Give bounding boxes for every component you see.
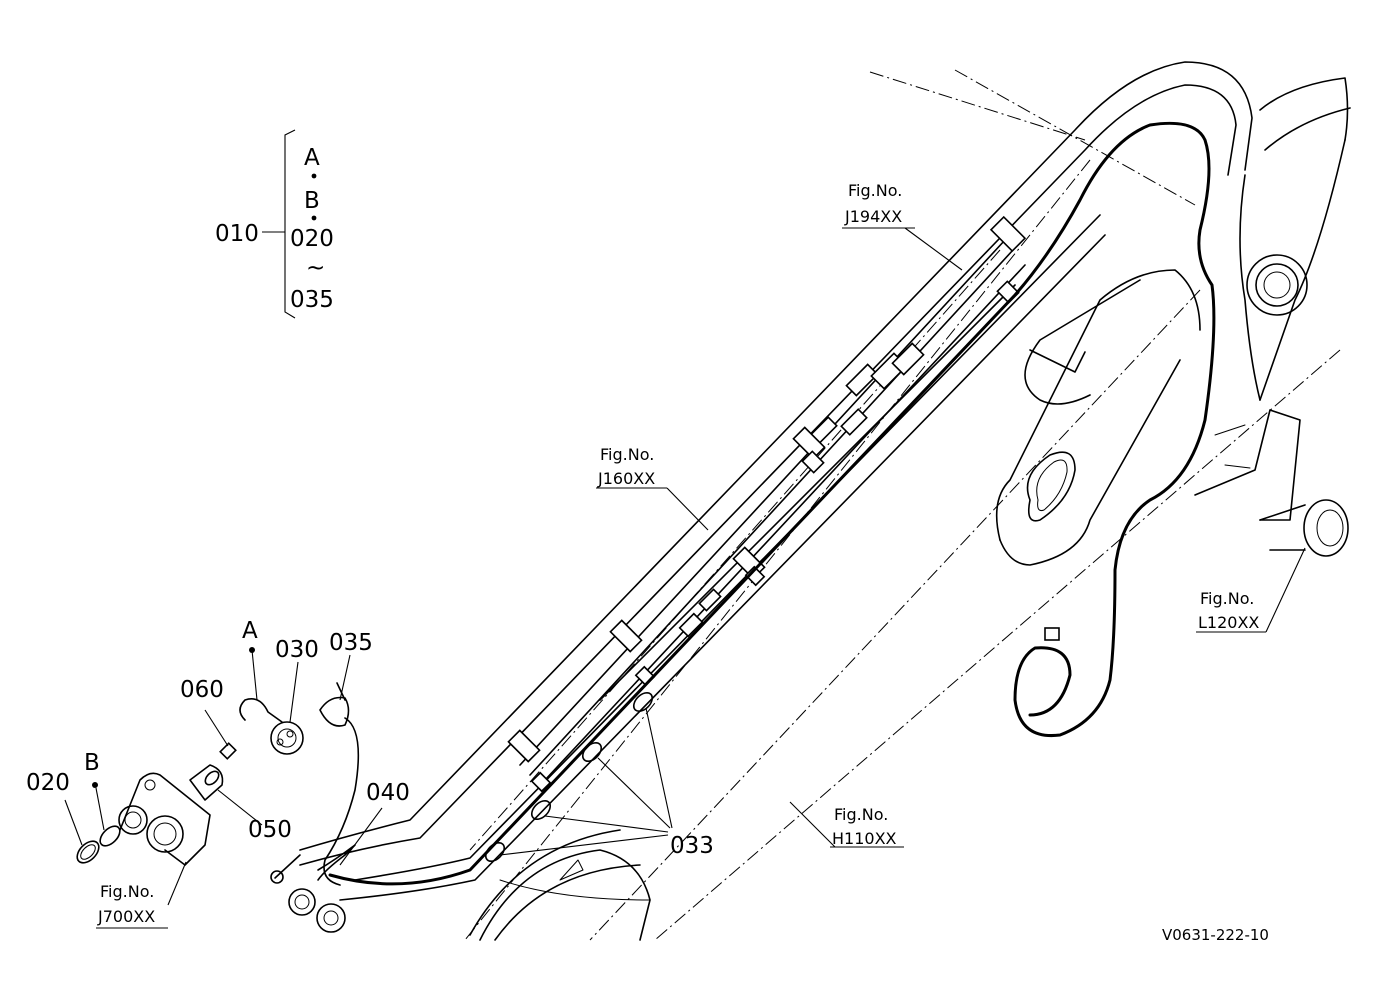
group-member-range: ~ xyxy=(306,255,325,281)
callout-035: 035 xyxy=(329,630,373,656)
callout-020: 020 xyxy=(26,770,70,796)
exploded-parts xyxy=(76,682,654,933)
fig-ref-j700-prefix: Fig.No. xyxy=(100,882,154,901)
clip-033-a xyxy=(632,691,654,713)
fig-ref-j194-prefix: Fig.No. xyxy=(848,181,902,200)
clip-033-b xyxy=(581,741,603,763)
callout-040: 040 xyxy=(366,780,410,806)
group-member-020: 020 xyxy=(290,226,334,252)
callout-030: 030 xyxy=(275,637,319,663)
group-label-010: 010 xyxy=(215,221,259,247)
wire-connector xyxy=(1044,627,1060,641)
clip-033-d xyxy=(484,841,506,863)
drawing-code: V0631-222-10 xyxy=(1162,926,1269,944)
fig-ref-j194-code: J194XX xyxy=(844,207,902,226)
leader-lines xyxy=(64,129,1306,929)
fig-ref-l120-prefix: Fig.No. xyxy=(1200,589,1254,608)
fig-ref-l120-code: L120XX xyxy=(1198,613,1259,632)
wire-harness xyxy=(328,121,1216,886)
hose-clamps xyxy=(507,215,1027,793)
hose-fittings xyxy=(678,342,925,638)
fig-ref-j160-code: J160XX xyxy=(597,469,655,488)
callout-050: 050 xyxy=(248,817,292,843)
fig-ref-j160-prefix: Fig.No. xyxy=(600,445,654,464)
callout-a: A xyxy=(242,618,258,644)
fig-ref-j700-code: J700XX xyxy=(97,907,155,926)
fig-ref-h110-prefix: Fig.No. xyxy=(834,805,888,824)
callout-060: 060 xyxy=(180,677,224,703)
clip-033-c xyxy=(530,799,552,821)
construction-lines xyxy=(464,69,1341,941)
boom-structure xyxy=(299,61,1351,941)
callout-b: B xyxy=(84,750,100,776)
labels: 010 A B 020 ~ 035 020 B A 060 030 035 05… xyxy=(26,145,1269,944)
group-member-a: A xyxy=(304,145,320,171)
fig-ref-h110-code: H110XX xyxy=(832,829,897,848)
group-member-b: B xyxy=(304,188,320,214)
group-member-035: 035 xyxy=(290,287,334,313)
hose-bundle xyxy=(507,215,1027,793)
callout-033: 033 xyxy=(670,833,714,859)
